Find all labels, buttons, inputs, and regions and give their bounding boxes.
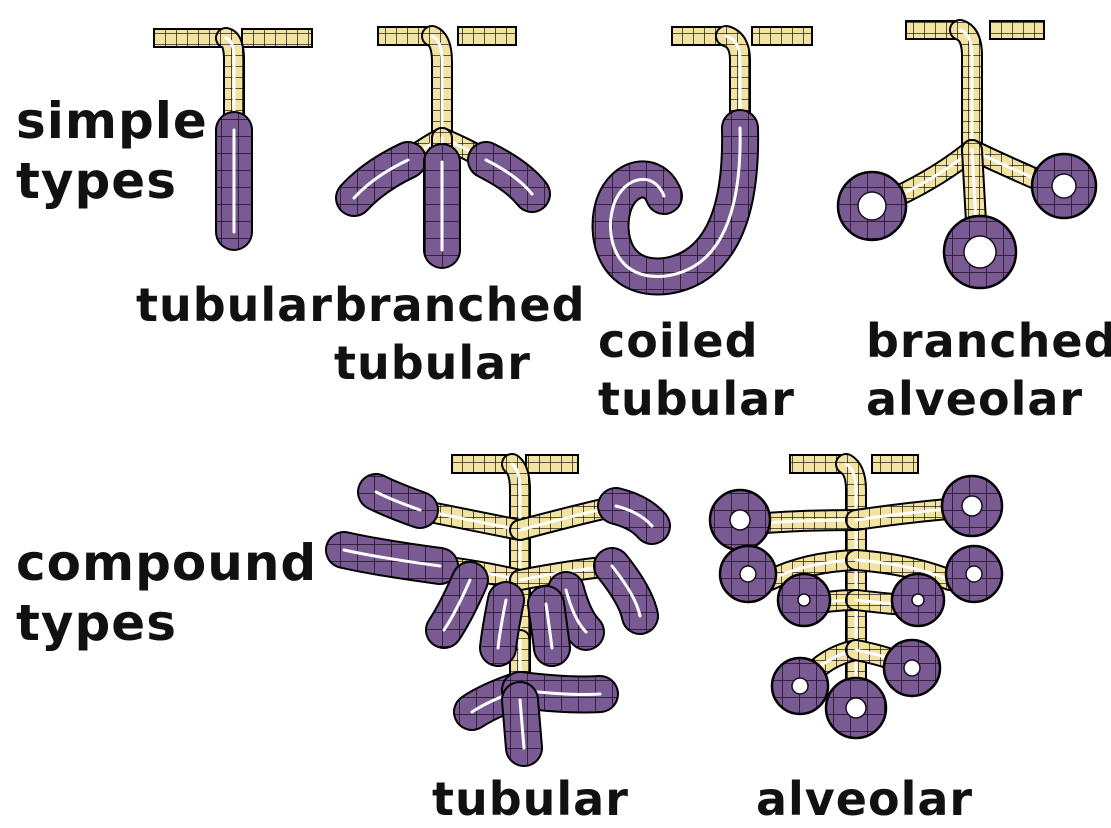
simple-coiled-tubular-gland — [611, 27, 812, 277]
branched-tubular-label-line2: tubular — [334, 340, 531, 386]
simple-branched-alveolar-gland — [838, 21, 1096, 288]
compound-tubular-gland — [344, 455, 652, 748]
simple-types-label-line2: types — [16, 156, 177, 206]
compound-types-label-line2: types — [16, 598, 177, 648]
coiled-tubular-label-line2: tubular — [598, 376, 795, 422]
coiled-tubular-label-line1: coiled — [598, 318, 759, 364]
simple-types-label-line1: simple — [16, 96, 208, 146]
branched-alveolar-label-line2: alveolar — [866, 376, 1083, 422]
tubular-label: tubular — [136, 282, 333, 328]
branched-tubular-label-line1: branched — [334, 282, 586, 328]
compound-tubular-label: tubular — [432, 776, 629, 822]
compound-alveolar-label: alveolar — [756, 776, 973, 822]
branched-alveolar-label-line1: branched — [866, 318, 1111, 364]
compound-alveolar-gland — [710, 455, 1002, 738]
compound-types-label-line1: compound — [16, 538, 317, 588]
simple-branched-tubular-gland — [354, 27, 532, 250]
